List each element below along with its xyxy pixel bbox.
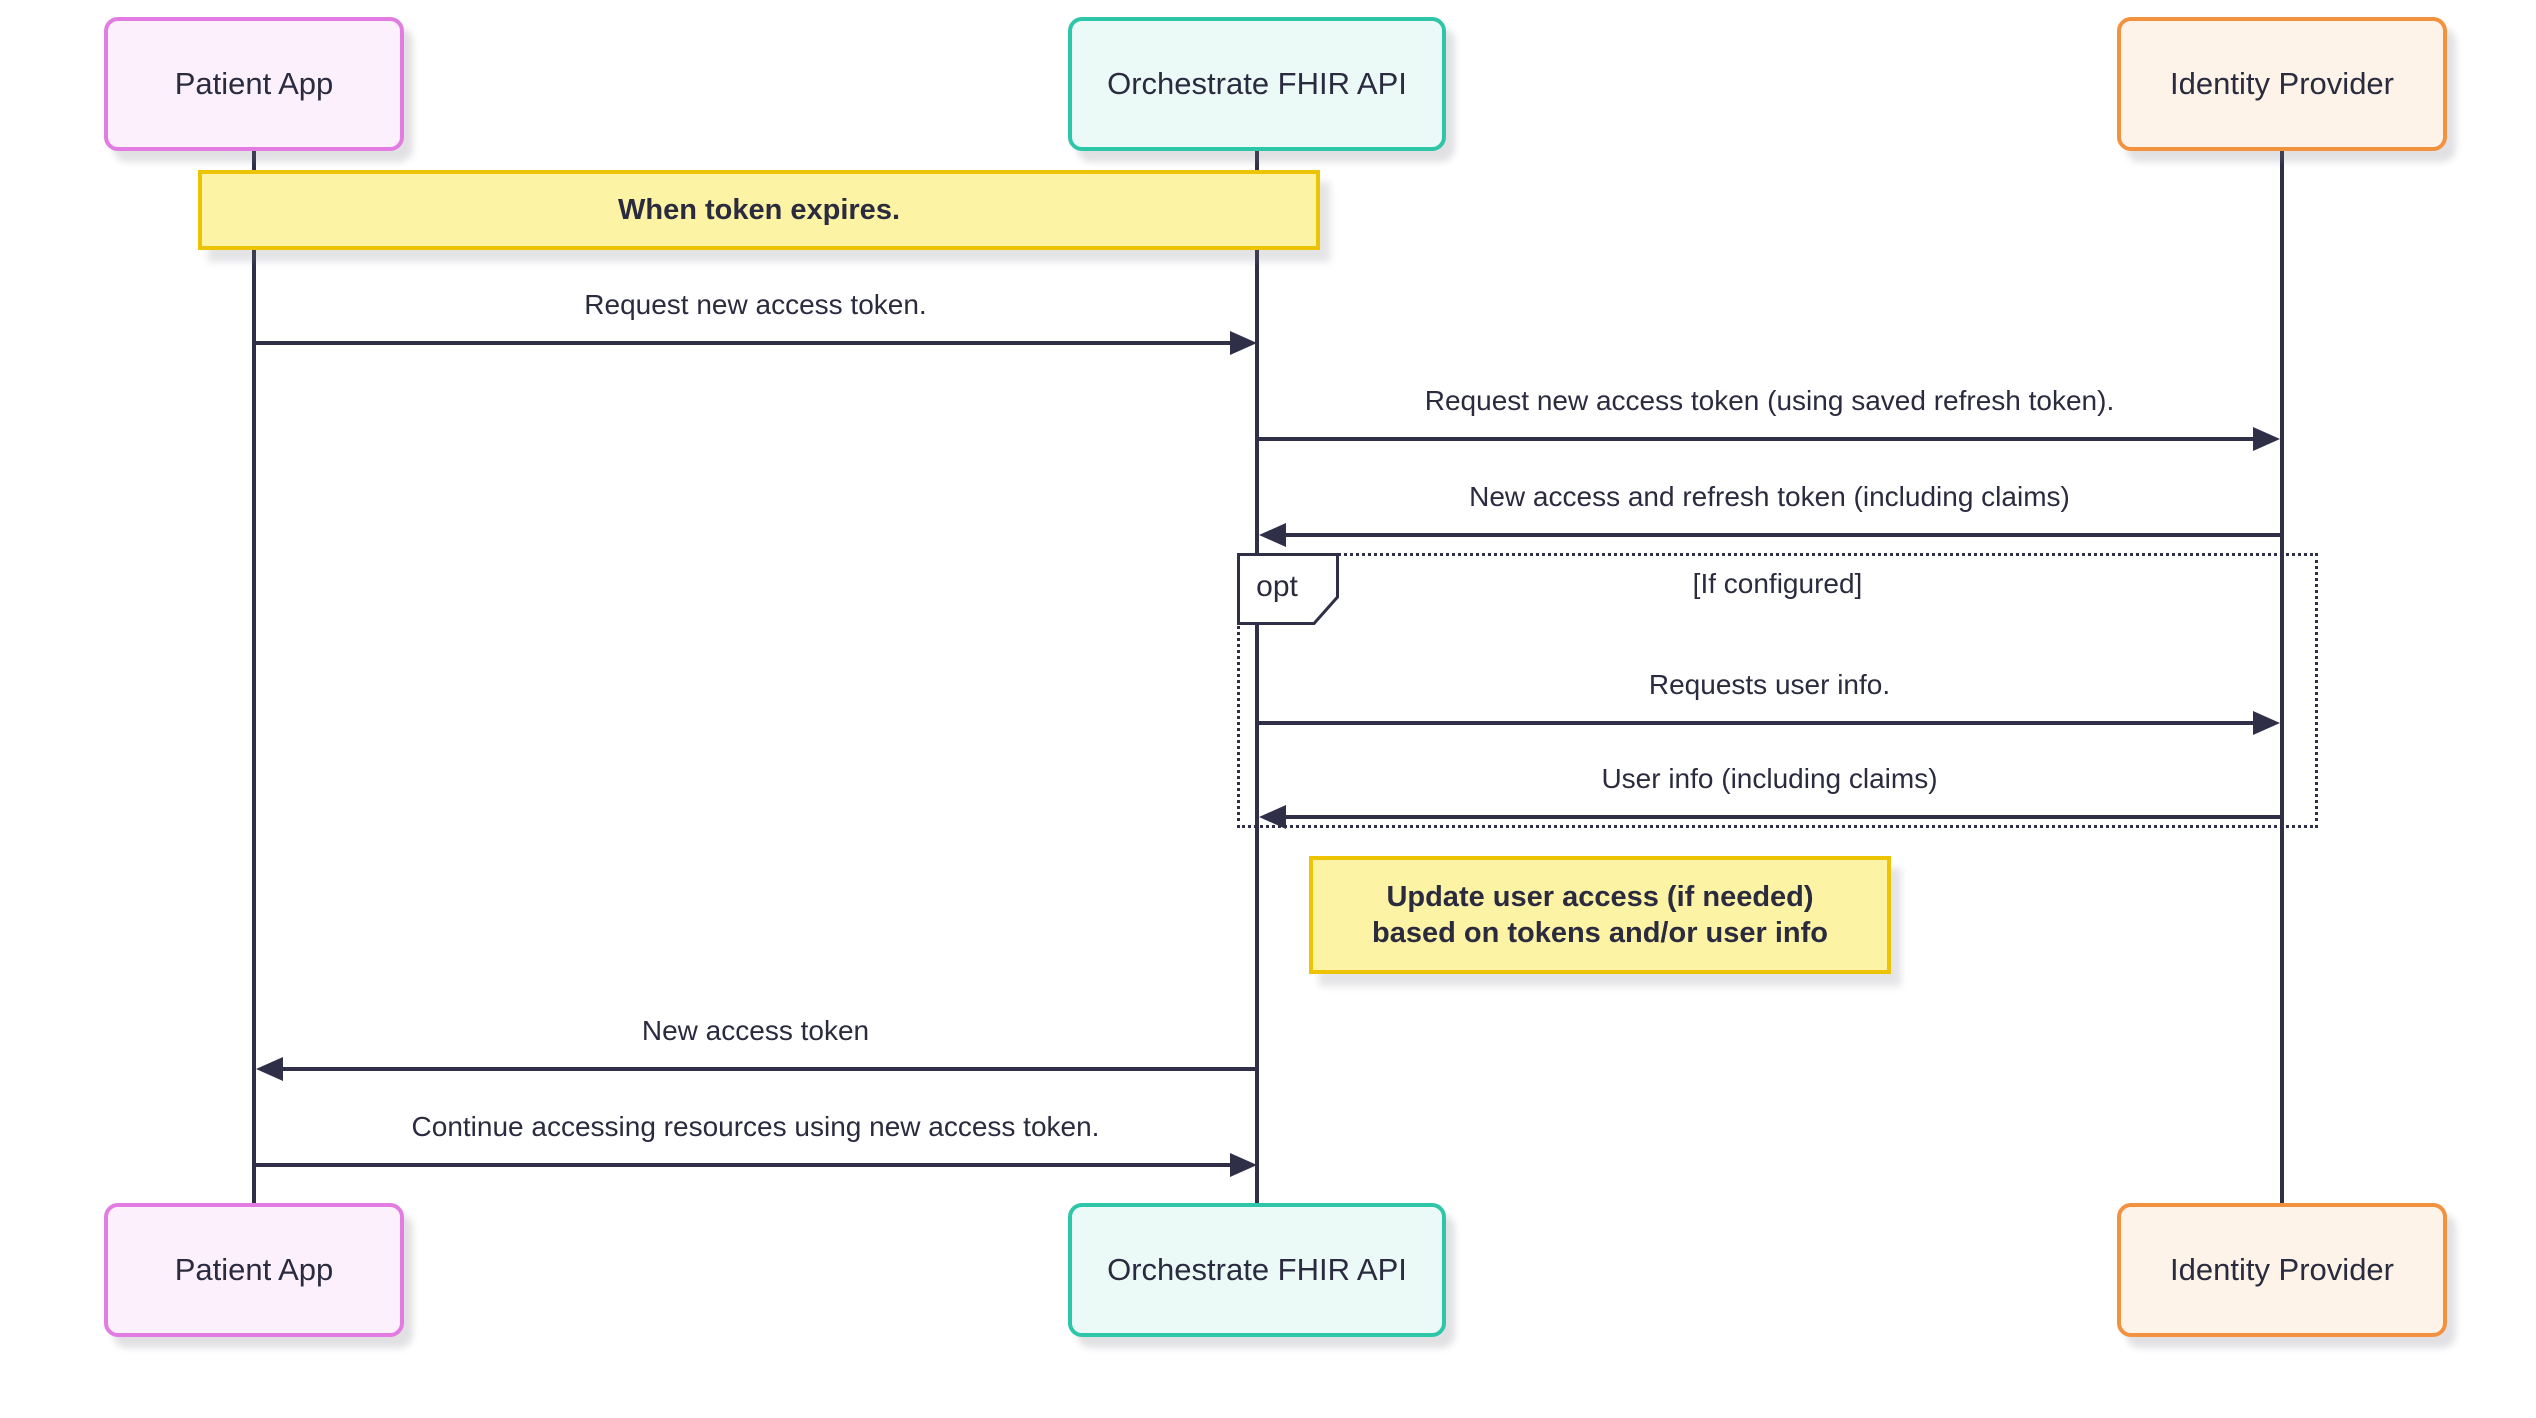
actor-patient-app-top: Patient App: [104, 17, 404, 151]
actor-patient-app-bottom: Patient App: [104, 1203, 404, 1337]
message-text: Requests user info.: [1648, 669, 1891, 700]
actor-identity-provider-top: Identity Provider: [2117, 17, 2447, 151]
arrowhead-left-icon: [1259, 805, 1286, 829]
opt-label: opt: [1256, 570, 1298, 603]
lifeline-identity-provider: [2280, 151, 2284, 1203]
message-text: Request new access token.: [584, 289, 927, 320]
actor-identity-provider-bottom: Identity Provider: [2117, 1203, 2447, 1337]
message-arrow-line: [1285, 815, 2282, 819]
opt-label-tab: [1237, 553, 1339, 625]
message-text: Request new access token (using saved re…: [1424, 385, 2115, 416]
message-text: User info (including claims): [1601, 763, 1938, 794]
message-arrow-line: [1257, 721, 2254, 725]
actor-label: Orchestrate FHIR API: [1107, 66, 1407, 101]
actor-label: Orchestrate FHIR API: [1107, 1252, 1407, 1287]
message-arrow-line: [1285, 533, 2282, 537]
lifeline-orchestrate-fhir-api: [1255, 151, 1259, 1203]
note-text-line2: based on tokens and/or user info: [1371, 917, 1828, 949]
message-arrow-line: [254, 1163, 1231, 1167]
message-text: Continue accessing resources using new a…: [411, 1111, 1100, 1142]
note-update-user-access: Update user access (if needed) based on …: [1309, 856, 1891, 974]
opt-condition-text: [If configured]: [1692, 568, 1863, 599]
actor-orchestrate-fhir-api-bottom: Orchestrate FHIR API: [1068, 1203, 1446, 1337]
actor-label: Patient App: [174, 66, 334, 101]
opt-block-frame: opt [If configured]: [1237, 553, 2318, 828]
note-when-token-expires: When token expires.: [198, 170, 1320, 250]
message-text: New access and refresh token (including …: [1469, 481, 2070, 512]
arrowhead-right-icon: [1230, 331, 1257, 355]
actor-label: Identity Provider: [2170, 1252, 2394, 1287]
actor-label: Patient App: [174, 1252, 334, 1287]
actor-label: Identity Provider: [2170, 66, 2394, 101]
message-arrow-line: [254, 341, 1231, 345]
message-text: New access token: [641, 1015, 870, 1046]
note-text: When token expires.: [617, 193, 900, 226]
message-arrow-line: [1257, 437, 2254, 441]
arrowhead-right-icon: [1230, 1153, 1257, 1177]
arrowhead-right-icon: [2253, 711, 2280, 735]
arrowhead-right-icon: [2253, 427, 2280, 451]
note-text-line1: Update user access (if needed): [1386, 880, 1814, 913]
message-arrow-line: [282, 1067, 1259, 1071]
actor-orchestrate-fhir-api-top: Orchestrate FHIR API: [1068, 17, 1446, 151]
arrowhead-left-icon: [1259, 523, 1286, 547]
lifeline-patient-app: [252, 151, 256, 1203]
arrowhead-left-icon: [256, 1057, 283, 1081]
